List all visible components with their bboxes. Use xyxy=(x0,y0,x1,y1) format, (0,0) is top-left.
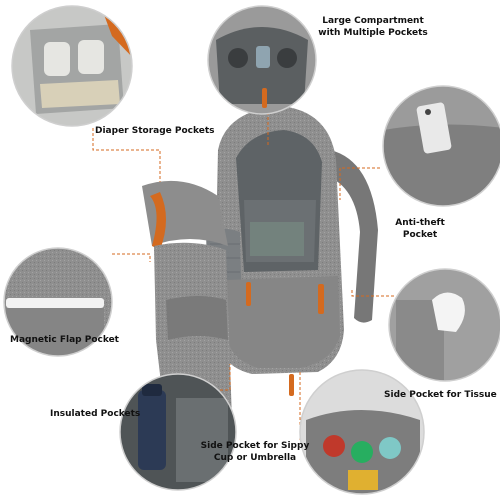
label-magnetic-flap: Magnetic Flap Pocket xyxy=(10,335,119,345)
label-large-compartment: Large Compartment with Multiple Pockets xyxy=(308,15,438,39)
label-anti-theft: Anti-theft Pocket xyxy=(380,217,460,241)
label-large-compartment-line1: Large Compartment xyxy=(322,16,424,26)
label-diaper-storage: Diaper Storage Pockets xyxy=(95,126,215,136)
detail-side-pocket-tissue xyxy=(389,269,500,381)
label-side-pocket-sippy-line1: Side Pocket for Sippy xyxy=(200,441,310,451)
detail-insulated-pockets xyxy=(120,374,236,490)
label-side-pocket-sippy: Side Pocket for Sippy Cup or Umbrella xyxy=(200,440,310,464)
detail-anti-theft-pocket xyxy=(383,86,500,206)
label-anti-theft-line2: Pocket xyxy=(402,230,438,240)
label-side-pocket-sippy-line2: Cup or Umbrella xyxy=(213,453,297,463)
detail-diaper-storage xyxy=(12,6,132,126)
main-backpack xyxy=(206,106,378,396)
detail-large-compartment xyxy=(208,6,316,114)
label-anti-theft-line1: Anti-theft xyxy=(395,218,445,228)
label-side-pocket-tissue: Side Pocket for Tissue xyxy=(384,390,497,400)
label-insulated-pockets: Insulated Pockets xyxy=(50,409,141,419)
label-large-compartment-line2: with Multiple Pockets xyxy=(318,28,428,38)
detail-side-pocket-sippy-cup xyxy=(300,370,424,494)
detail-magnetic-flap-pocket xyxy=(4,248,112,356)
